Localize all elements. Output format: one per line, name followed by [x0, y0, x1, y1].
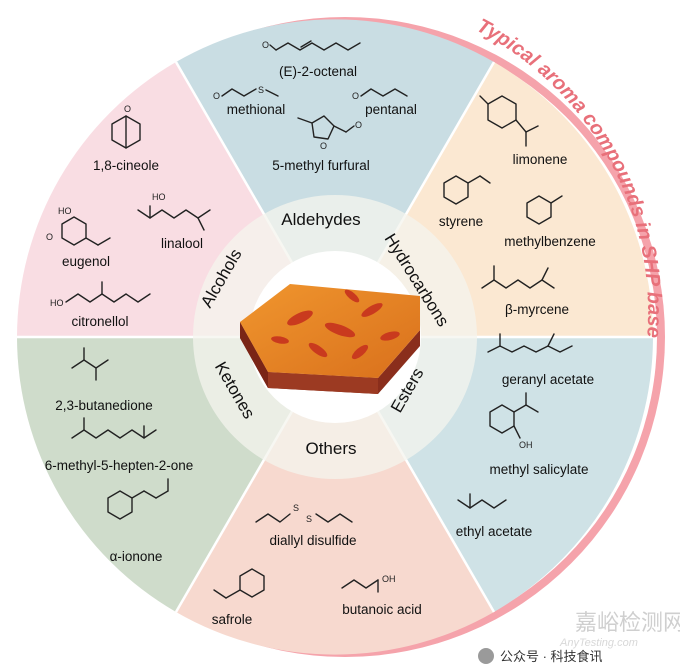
atom-s: S [293, 503, 299, 513]
molecule-pentanal: O [352, 88, 408, 101]
molecule-limonene [479, 95, 539, 147]
molecule-methylbenzene [526, 195, 563, 225]
label-alpha-ionone: α-ionone [110, 549, 163, 564]
molecule-geranyl-acetate [487, 333, 573, 353]
label-methylbenzene: methylbenzene [504, 234, 596, 249]
atom-ho: HO [152, 192, 166, 202]
molecule-1-8-cineole: O [111, 104, 141, 149]
label-beta-myrcene: β-myrcene [505, 302, 569, 317]
atom-s: S [306, 514, 312, 524]
watermark-site: AnyTesting.com [559, 637, 638, 649]
label-e-2-octenal: (E)-2-octenal [279, 64, 357, 79]
label-6-methyl-5-hepten-2-one: 6-methyl-5-hepten-2-one [45, 458, 194, 473]
atom-o: O [262, 40, 269, 50]
atom-ho: HO [50, 298, 64, 308]
molecule-diallyl-disulfide: S S [255, 503, 353, 524]
molecule-butanoic-acid: OH [341, 574, 396, 593]
label-geranyl-acetate: geranyl acetate [502, 372, 594, 387]
label-2-3-butanedione: 2,3-butanedione [55, 398, 153, 413]
label-ethyl-acetate: ethyl acetate [456, 524, 533, 539]
molecule-methyl-salicylate: OH [489, 392, 539, 450]
label-diallyl-disulfide: diallyl disulfide [269, 533, 356, 548]
molecule-citronellol: HO [50, 281, 151, 308]
molecule-beta-myrcene [481, 265, 555, 289]
molecule-5-methyl-furfural: O O [297, 115, 362, 151]
atom-o: O [352, 91, 359, 101]
label-linalool: linalool [161, 236, 203, 251]
molecule-2-3-butanedione [71, 347, 109, 381]
label-butanoic-acid: butanoic acid [342, 602, 422, 617]
atom-o: O [213, 91, 220, 101]
label-pentanal: pentanal [365, 102, 417, 117]
cake-illustration [240, 284, 420, 394]
atom-o: O [46, 232, 53, 242]
label-styrene: styrene [439, 214, 483, 229]
watermark-account: 公众号 · 科技食讯 [500, 649, 603, 664]
wedge-aldehydes [176, 19, 494, 338]
molecule-alpha-ionone [107, 478, 169, 520]
label-methional: methional [227, 102, 286, 117]
molecule-safrole [213, 568, 265, 599]
molecule-methional: O S [213, 85, 279, 101]
category-others: Others [305, 439, 356, 458]
wechat-icon [478, 648, 494, 664]
atom-s: S [258, 85, 264, 95]
atom-oh: OH [382, 574, 396, 584]
label-eugenol: eugenol [62, 254, 110, 269]
label-limonene: limonene [513, 152, 568, 167]
label-1-8-cineole: 1,8-cineole [93, 158, 159, 173]
atom-o: O [124, 104, 131, 114]
molecule-styrene [443, 175, 491, 205]
atom-ho: HO [58, 206, 72, 216]
category-aldehydes: Aldehydes [281, 210, 360, 229]
watermark: 嘉峪检测网 AnyTesting.com 公众号 · 科技食讯 [478, 610, 680, 664]
label-safrole: safrole [212, 612, 253, 627]
atom-o: O [355, 120, 362, 130]
atom-oh: OH [519, 440, 533, 450]
molecule-linalool: HO [137, 192, 211, 231]
label-methyl-salicylate: methyl salicylate [489, 462, 588, 477]
watermark-brand: 嘉峪检测网 [575, 610, 680, 635]
atom-o: O [320, 141, 327, 151]
molecule-e-2-octenal: O [262, 40, 361, 51]
label-5-methyl-furfural: 5-methyl furfural [272, 158, 370, 173]
molecule-ethyl-acetate [457, 493, 507, 509]
molecule-eugenol: HO O [46, 206, 111, 246]
label-citronellol: citronellol [71, 314, 128, 329]
molecule-6-methyl-5-hepten-2-one [71, 417, 157, 439]
wedge-others [176, 337, 494, 655]
